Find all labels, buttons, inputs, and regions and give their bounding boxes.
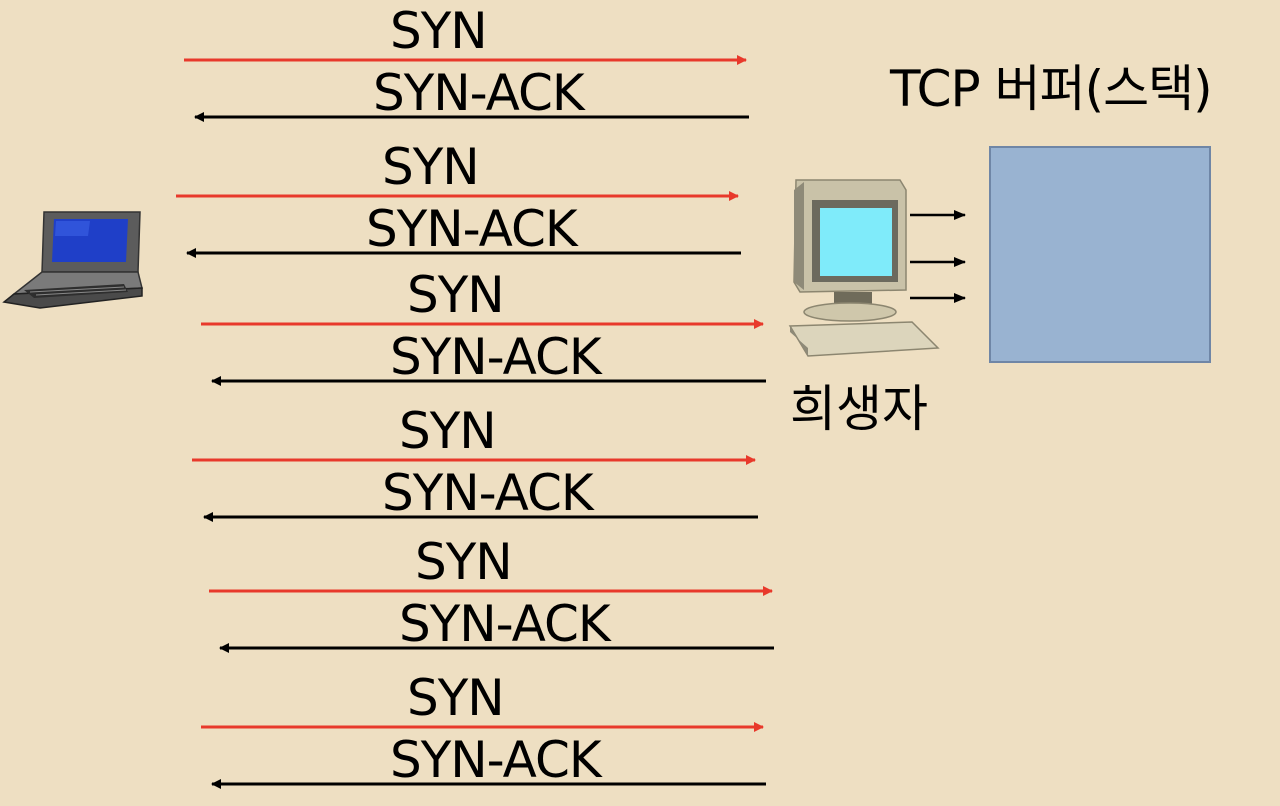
- syn-label-3: SYN: [407, 266, 505, 324]
- syn-label-1: SYN: [390, 2, 488, 60]
- synack-label-5: SYN-ACK: [399, 595, 611, 653]
- synack-label-3: SYN-ACK: [390, 328, 602, 386]
- synack-label-2: SYN-ACK: [366, 200, 578, 258]
- victim-label: 희생자: [790, 380, 928, 438]
- syn-label-6: SYN: [407, 669, 505, 727]
- tcp-buffer-box: [989, 146, 1211, 363]
- laptop-icon: [2, 211, 143, 309]
- desktop-computer-icon: [788, 179, 940, 357]
- synack-label-1: SYN-ACK: [373, 64, 585, 122]
- synack-label-6: SYN-ACK: [390, 731, 602, 789]
- syn-label-4: SYN: [399, 402, 497, 460]
- synack-label-4: SYN-ACK: [382, 464, 594, 522]
- syn-label-5: SYN: [415, 533, 513, 591]
- buffer-title: TCP 버퍼(스택): [890, 60, 1213, 118]
- syn-label-2: SYN: [382, 138, 480, 196]
